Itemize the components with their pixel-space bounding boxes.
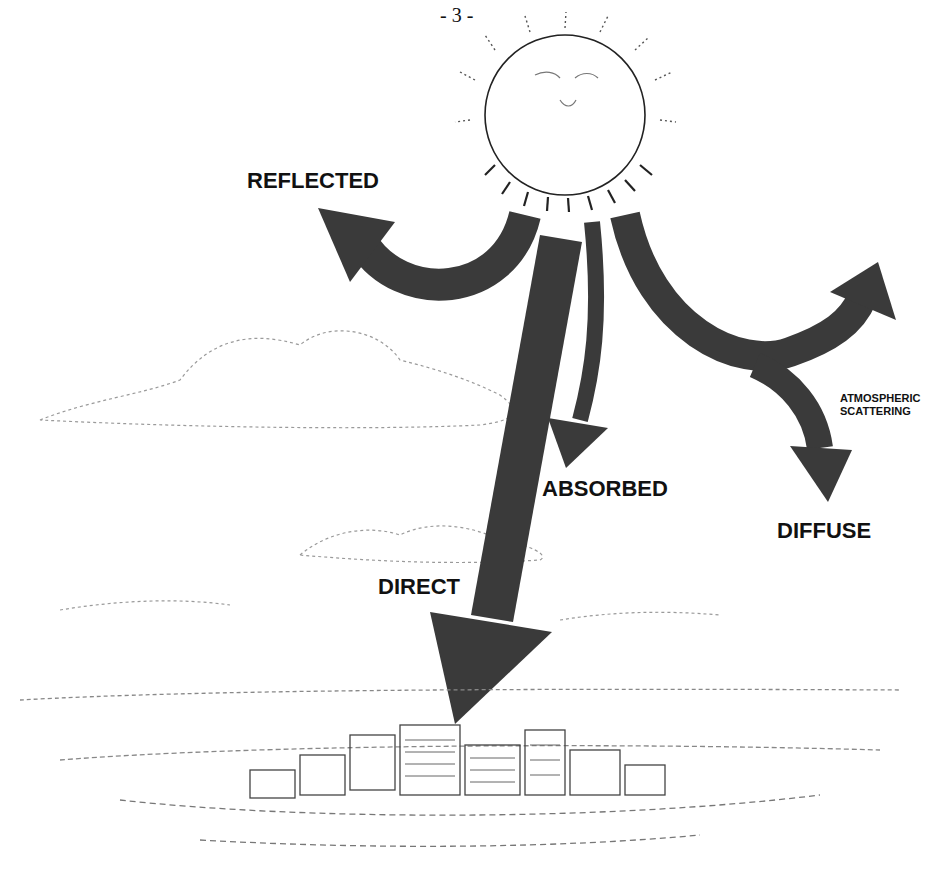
radiation-label: DIFFUSE [777, 518, 871, 543]
radiation-label: REFLECTED [247, 168, 379, 193]
radiation-label-small: ATMOSPHERIC SCATTERING [840, 392, 924, 418]
sun [455, 12, 676, 212]
radiation-arrows [318, 208, 896, 724]
page-number: - 3 - [440, 4, 473, 27]
cloud-sketch [40, 331, 720, 620]
radiation-label: ABSORBED [542, 476, 668, 501]
city-sketch [20, 689, 900, 846]
radiation-label: DIRECT [340, 574, 460, 599]
